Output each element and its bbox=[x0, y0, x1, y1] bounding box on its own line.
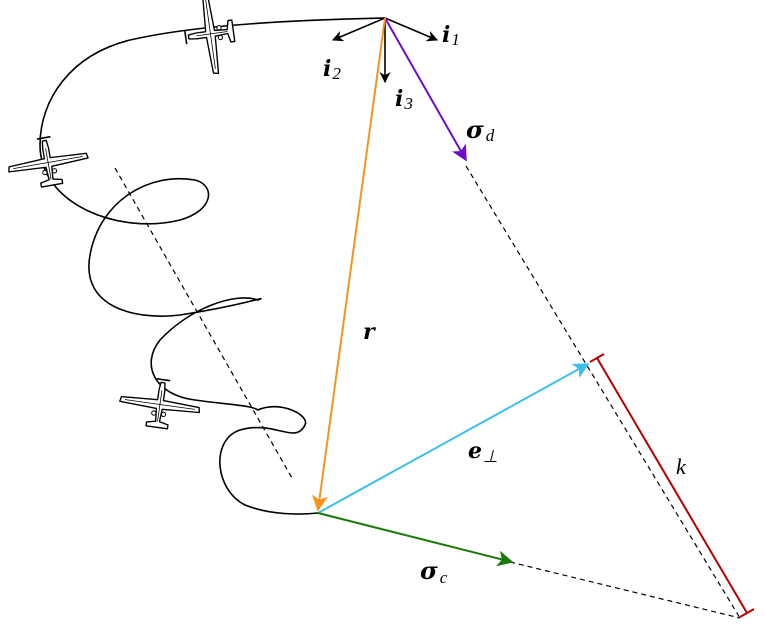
helix-axis-line bbox=[114, 167, 293, 479]
i3-label: i3 bbox=[395, 86, 413, 113]
sigma-c-extension bbox=[509, 561, 741, 619]
r-label: r bbox=[363, 319, 376, 345]
flight-path bbox=[39, 17, 386, 515]
inertial-frame bbox=[331, 17, 439, 84]
e-perp-vector bbox=[317, 363, 590, 514]
k-label: k bbox=[676, 454, 687, 479]
e-perp-label: e⊥ bbox=[468, 438, 498, 466]
r-vector bbox=[312, 17, 386, 512]
k-distance-marker bbox=[589, 353, 755, 618]
i2-axis-arrow bbox=[331, 17, 386, 42]
airplane-icon bbox=[179, 0, 240, 78]
airplane-icon bbox=[3, 130, 93, 193]
i1-label: i1 bbox=[442, 22, 460, 49]
i1-axis-arrow bbox=[384, 17, 439, 42]
i2-label: i2 bbox=[323, 56, 341, 83]
airplane-icon bbox=[116, 373, 204, 434]
sigma-d-extension bbox=[465, 165, 741, 619]
sigma-d-vector bbox=[384, 17, 467, 162]
sigma-c-vector bbox=[317, 512, 514, 567]
